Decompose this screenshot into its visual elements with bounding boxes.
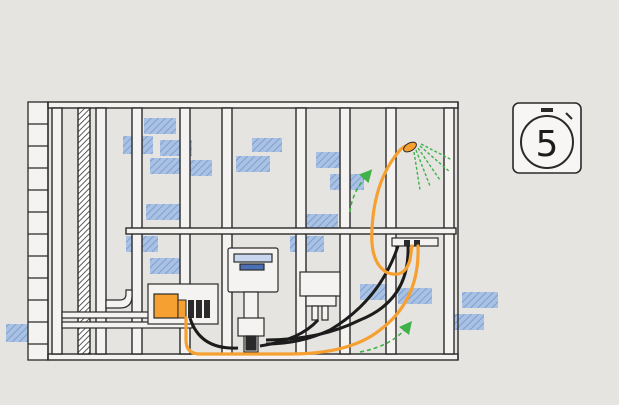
timer-value: 5 [536,124,559,165]
brick-patch [144,118,176,134]
shower-head-icon [403,141,453,191]
brick-patch [450,314,484,330]
brick-column [27,101,49,361]
brick-patch [398,288,432,304]
junction-box [147,283,219,325]
orange-hose [184,143,420,356]
black-hoses [188,245,410,350]
flow-arrow-icon [359,321,413,353]
stopwatch-icon: 5 [512,102,582,174]
brick-patch [150,258,182,274]
brick-patch [236,156,270,172]
brick-patch [252,138,282,152]
flow-arrow-icon [349,169,373,213]
flow-arrows [349,169,413,353]
control-unit [227,247,279,353]
shower-mixer-bar [391,237,439,247]
brick-patch [462,292,498,308]
valve-manifold [299,271,341,321]
brick-patch [150,158,180,174]
brick-patch [290,236,324,252]
brick-patch [146,204,182,220]
stud-frame [47,101,459,361]
brick-patch [304,214,338,230]
